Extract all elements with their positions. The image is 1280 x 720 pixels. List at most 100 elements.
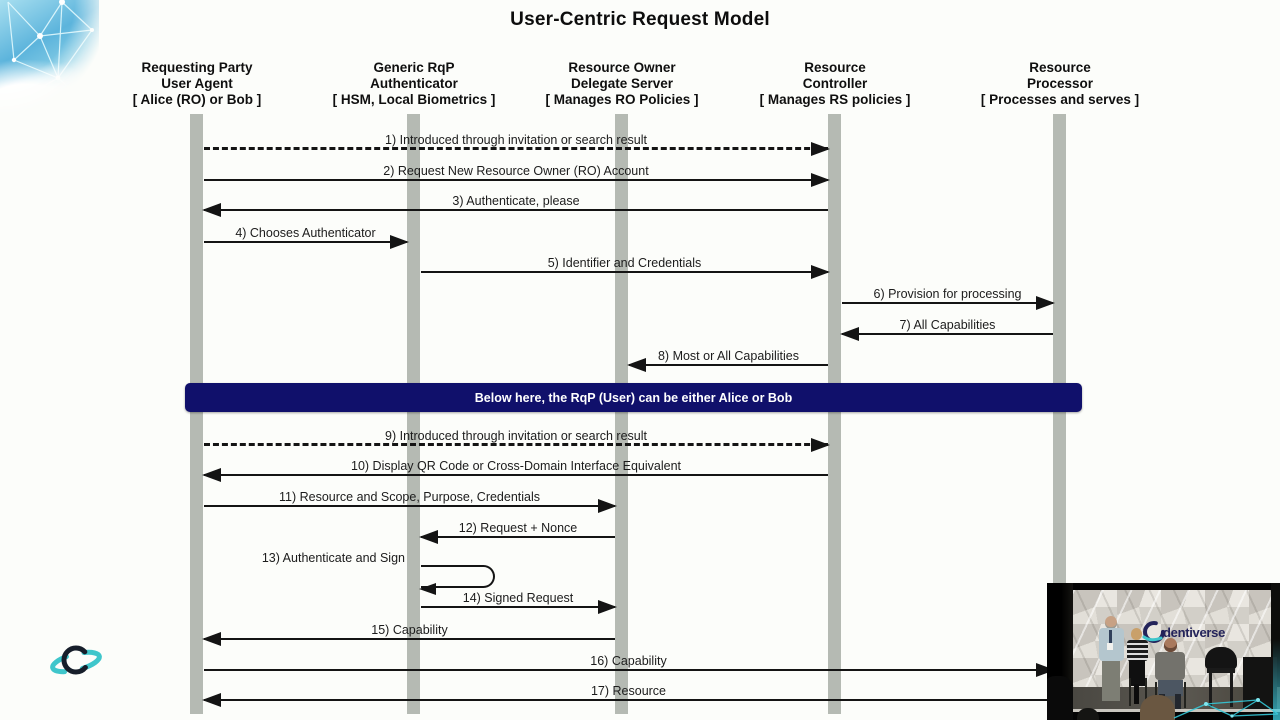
- message-16: 16) Capability: [204, 651, 1055, 677]
- page-title: User-Centric Request Model: [510, 9, 770, 30]
- message-4: 4) Chooses Authenticator: [204, 223, 409, 249]
- actor-line: Generic RqP: [373, 60, 455, 75]
- arrow-line: [629, 364, 828, 366]
- actor-resource-processor: Resource Processor [ Processes and serve…: [945, 60, 1175, 108]
- actor-line: Delegate Server: [570, 76, 674, 91]
- message-label: 3) Authenticate, please: [452, 194, 580, 208]
- message-14: 14) Signed Request: [421, 588, 617, 614]
- stool-leg: [1129, 678, 1131, 706]
- message-12: 12) Request + Nonce: [419, 518, 615, 544]
- network-corner-graphic: [0, 0, 110, 120]
- actor-line: Controller: [802, 76, 868, 91]
- actor-requesting-party: Requesting Party User Agent [ Alice (RO)…: [82, 60, 312, 108]
- message-2: 2) Request New Resource Owner (RO) Accou…: [204, 161, 830, 187]
- actor-line: [ Alice (RO) or Bob ]: [132, 92, 262, 107]
- arrowhead-left-icon: [419, 530, 438, 544]
- arrow-line: [842, 302, 1053, 304]
- section-banner: Below here, the RqP (User) can be either…: [185, 383, 1082, 412]
- arrowhead-right-icon: [811, 173, 830, 187]
- cloud-shape: [0, 60, 110, 120]
- actor-line: Resource: [804, 60, 866, 75]
- message-6: 6) Provision for processing: [842, 284, 1055, 310]
- arrowhead-left-icon: [202, 632, 221, 646]
- video-overlay: dentiverse: [1047, 583, 1280, 720]
- message-1: 1) Introduced through invitation or sear…: [204, 130, 830, 156]
- arrow-line: [204, 474, 828, 476]
- actor-line: Resource: [1029, 60, 1091, 75]
- speaker-jeans: [1158, 680, 1183, 696]
- stage-logo-text: dentiverse: [1163, 624, 1226, 640]
- audience-head: [1140, 695, 1175, 720]
- arrowhead-right-icon: [598, 499, 617, 513]
- audience-silhouette: [1077, 708, 1099, 720]
- message-5: 5) Identifier and Credentials: [421, 253, 830, 279]
- actor-line: User Agent: [161, 76, 233, 91]
- actor-line: [ Manages RS policies ]: [759, 92, 911, 107]
- identiverse-logo: [50, 645, 102, 675]
- actor-line: Requesting Party: [141, 60, 253, 75]
- message-15: 15) Capability: [202, 620, 615, 646]
- actor-line: Processor: [1026, 76, 1094, 91]
- message-label: 1) Introduced through invitation or sear…: [385, 133, 647, 147]
- message-label: 9) Introduced through invitation or sear…: [385, 429, 647, 443]
- message-label: 2) Request New Resource Owner (RO) Accou…: [383, 164, 649, 178]
- actor-line: [ Processes and serves ]: [980, 92, 1140, 107]
- message-10: 10) Display QR Code or Cross-Domain Inte…: [202, 456, 828, 482]
- chair-back: [1205, 647, 1237, 669]
- arrowhead-left-icon: [202, 203, 221, 217]
- message-label: 10) Display QR Code or Cross-Domain Inte…: [351, 459, 681, 473]
- actor-line: Authenticator: [370, 76, 458, 91]
- actor-line: [ Manages RO Policies ]: [545, 92, 699, 107]
- arrow-line: [204, 443, 828, 446]
- speaker-tshirt: [1155, 652, 1185, 680]
- message-label: 16) Capability: [590, 654, 667, 668]
- arrowhead-right-icon: [811, 438, 830, 452]
- chair-seat: [1207, 668, 1235, 673]
- arrow-line: [421, 536, 615, 538]
- actor-resource-controller: Resource Controller [ Manages RS policie…: [720, 60, 950, 108]
- message-label: 11) Resource and Scope, Purpose, Credent…: [278, 490, 541, 504]
- message-label: 8) Most or All Capabilities: [657, 349, 800, 363]
- message-13: 13) Authenticate and Sign: [204, 549, 405, 565]
- stream-edge-glow: [1273, 639, 1280, 720]
- message-label: 7) All Capabilities: [899, 318, 996, 332]
- stream-plexus-graphic: [1173, 698, 1279, 719]
- speaker-lanyard: [1109, 630, 1112, 644]
- arrow-line: [204, 241, 407, 243]
- speaker-pants: [1102, 661, 1120, 701]
- arrow-line: [204, 505, 615, 507]
- stage-logo-icon: [1142, 621, 1165, 643]
- actor-ro-delegate-server: Resource Owner Delegate Server [ Manages…: [507, 60, 737, 108]
- arrowhead-left-icon: [202, 468, 221, 482]
- arrow-line: [421, 606, 615, 608]
- arrowhead-left-icon: [627, 358, 646, 372]
- message-3: 3) Authenticate, please: [202, 191, 828, 217]
- self-loop-arrow: [419, 565, 495, 595]
- message-11: 11) Resource and Scope, Purpose, Credent…: [204, 487, 617, 513]
- arrow-line: [204, 669, 1053, 671]
- audience-silhouette: [1047, 676, 1073, 720]
- arrowhead-right-icon: [390, 235, 409, 249]
- arrowhead-right-icon: [598, 600, 617, 614]
- arrow-line: [204, 179, 828, 181]
- arrowhead-left-icon: [840, 327, 859, 341]
- speaker-seated-woman: [1125, 628, 1151, 708]
- actor-line: [ HSM, Local Biometrics ]: [332, 92, 496, 107]
- speaker-leg: [1175, 694, 1181, 712]
- message-17: 17) Resource: [202, 681, 1053, 707]
- arrow-line: [204, 209, 828, 211]
- message-8: 8) Most or All Capabilities: [627, 346, 828, 372]
- arrow-line: [204, 147, 828, 150]
- speaker-head: [1105, 616, 1117, 629]
- lifeline-rqp-authenticator: [407, 114, 420, 714]
- message-label: 13) Authenticate and Sign: [261, 551, 405, 565]
- speaker-striped-top: [1127, 640, 1148, 661]
- speaker-standing: [1097, 616, 1125, 708]
- arrowhead-left-icon: [419, 583, 436, 595]
- banner-text: Below here, the RqP (User) can be either…: [474, 390, 793, 405]
- message-label: 5) Identifier and Credentials: [547, 256, 702, 270]
- arrowhead-left-icon: [202, 693, 221, 707]
- message-label: 15) Capability: [371, 623, 448, 637]
- arrow-line: [204, 699, 1053, 701]
- actor-line: Resource Owner: [568, 60, 676, 75]
